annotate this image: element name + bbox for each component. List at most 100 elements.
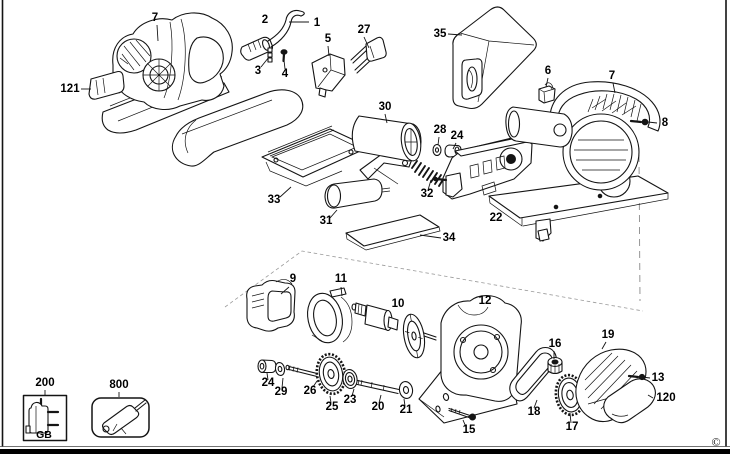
- part-label-200: 200: [35, 377, 54, 389]
- leader-line-5: [327, 45, 330, 57]
- washer-21: [398, 381, 414, 399]
- leader-line-11: [340, 286, 343, 297]
- leader-line-7: [612, 82, 616, 94]
- gearbox-drawing: [418, 295, 522, 424]
- gb-plug-icon: [25, 397, 60, 434]
- part-label-24: 24: [451, 130, 464, 142]
- screw-8: [629, 118, 649, 126]
- part-label-22: 22: [490, 212, 503, 224]
- part-label-20: 20: [372, 401, 385, 413]
- leader-line-21: [403, 398, 406, 407]
- side-grip-121: [88, 70, 125, 100]
- part-label-25: 25: [326, 401, 339, 413]
- leader-line-26: [312, 380, 318, 388]
- leader-line-3: [260, 56, 270, 68]
- part-label-6: 6: [545, 65, 551, 77]
- leader-line-25: [329, 395, 332, 404]
- front-roller-drawing: [324, 178, 391, 209]
- plug-inset-box: GB: [22, 394, 68, 442]
- leader-line-35: [447, 33, 463, 36]
- fan-disc: [402, 313, 426, 359]
- main-sander-drawing: [88, 12, 233, 134]
- part-label-3: 3: [255, 65, 261, 77]
- part-label-5: 5: [325, 33, 332, 45]
- part-label-4: 4: [282, 68, 289, 80]
- base-plate-drawing: [345, 214, 441, 251]
- leader-line-28: [437, 136, 440, 146]
- part-label-9: 9: [290, 273, 296, 285]
- carbon-brush-drawing: [538, 82, 556, 104]
- leader-line-32: [427, 179, 432, 191]
- leader-line-13: [641, 376, 651, 379]
- leader-line-7: [156, 24, 159, 42]
- part-label-29: 29: [275, 386, 288, 398]
- pin-3: [267, 47, 273, 63]
- leader-line-9: [280, 286, 290, 295]
- part-label-28: 28: [434, 124, 447, 136]
- washer-23: [342, 369, 358, 389]
- leader-line-15: [462, 419, 467, 428]
- part-label-33: 33: [268, 194, 281, 206]
- part-label-24: 24: [262, 377, 275, 389]
- leader-line-24: [452, 142, 457, 150]
- leader-line-23: [351, 388, 355, 397]
- leader-line-120: [647, 394, 654, 399]
- part-label-15: 15: [463, 424, 476, 436]
- bearing-cup-drawing: [307, 287, 353, 344]
- gear-shaft-set-drawing: [257, 352, 358, 396]
- part-label-17: 17: [566, 421, 579, 433]
- leader-line-31: [329, 209, 338, 219]
- part-label-121: 121: [60, 83, 80, 95]
- dust-box-drawing: [452, 6, 537, 110]
- leader-line-30: [384, 113, 388, 124]
- part-label-32: 32: [421, 188, 434, 200]
- armature-slots: [574, 139, 628, 171]
- accessory-inset-box: [91, 397, 150, 438]
- leader-line-27: [363, 36, 370, 49]
- leader-line-19: [601, 341, 607, 350]
- part-label-120: 120: [656, 392, 675, 404]
- plug-region-caption: GB: [36, 429, 52, 441]
- part-label-11: 11: [335, 273, 348, 285]
- leader-line-29: [281, 377, 284, 389]
- part-label-34: 34: [443, 232, 456, 244]
- copyright-mark: ©: [711, 435, 720, 449]
- part-label-8: 8: [662, 117, 669, 129]
- clamp-drawing: [350, 36, 387, 74]
- part-label-26: 26: [304, 385, 317, 397]
- part-label-1: 1: [314, 17, 321, 29]
- coupling-drawing: [246, 279, 296, 332]
- leader-line-8: [647, 121, 658, 124]
- leader-line-24: [266, 372, 269, 381]
- part-label-7: 7: [152, 12, 158, 24]
- power-cord-drawing: [240, 9, 305, 63]
- part-label-7: 7: [609, 70, 615, 82]
- part-label-2: 2: [262, 14, 268, 26]
- knurled-nut-drawing: [547, 356, 563, 375]
- part-label-16: 16: [549, 338, 562, 350]
- vent-grille-hatching: [587, 93, 642, 122]
- leader-line-18: [533, 399, 538, 409]
- fan-spokes: [143, 59, 175, 91]
- part-label-19: 19: [602, 329, 615, 341]
- dome-hatching: [119, 39, 151, 71]
- idler-shaft-drawing: [351, 378, 414, 399]
- chassis-arm-drawing: [433, 135, 533, 200]
- part-label-35: 35: [434, 28, 447, 40]
- support-frame-drawing: [261, 125, 370, 187]
- motor-housing-drawing: [488, 81, 669, 242]
- part-label-23: 23: [344, 394, 357, 406]
- drum-drawing: [351, 115, 422, 162]
- part-label-21: 21: [400, 404, 413, 416]
- part-label-800: 800: [109, 379, 128, 391]
- part-label-12: 12: [479, 295, 492, 307]
- part-label-10: 10: [392, 298, 405, 310]
- sanding-belt-drawing: [171, 89, 304, 167]
- leader-line-6: [545, 77, 549, 88]
- spring-drawing: [411, 160, 445, 187]
- part-label-31: 31: [320, 215, 333, 227]
- part-label-30: 30: [379, 101, 392, 113]
